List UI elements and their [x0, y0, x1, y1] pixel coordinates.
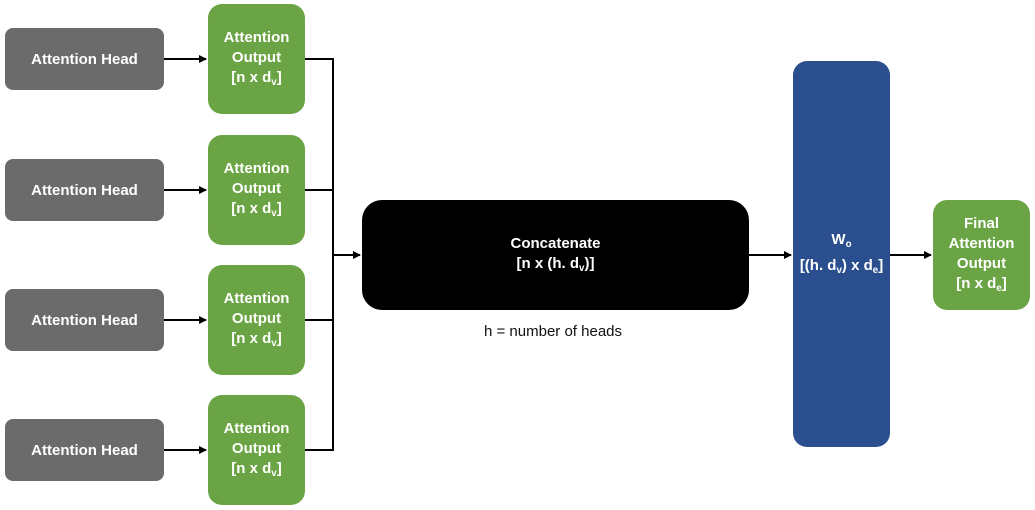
final-line2: Attention [948, 235, 1015, 252]
attention-output-1: Attention Output [n x dv] [208, 4, 305, 114]
output-line1: Attention [223, 160, 290, 177]
output-line2: Output [231, 440, 282, 457]
attention-head-label: Attention Head [31, 181, 138, 199]
output-line2: Output [231, 310, 282, 327]
attention-head-3: Attention Head [5, 289, 164, 351]
final-line1: Final [963, 215, 999, 232]
final-line3: Output [956, 255, 1007, 272]
output-line2: Output [231, 49, 282, 66]
output-dims: [n x dv] [231, 330, 282, 350]
attention-head-label: Attention Head [31, 311, 138, 329]
wo-dims: [(h. dv) x de] [799, 257, 884, 277]
attention-output-2: Attention Output [n x dv] [208, 135, 305, 245]
output-dims: [n x dv] [231, 200, 282, 220]
output-dims: [n x dv] [231, 460, 282, 480]
concatenate-title: Concatenate [510, 235, 601, 252]
attention-head-label: Attention Head [31, 50, 138, 68]
output-projection-wo: Wo [(h. dv) x de] [793, 61, 890, 447]
output-line1: Attention [223, 290, 290, 307]
attention-head-2: Attention Head [5, 159, 164, 221]
output-line2: Output [231, 180, 282, 197]
attention-head-label: Attention Head [31, 441, 138, 459]
wo-name: Wo [831, 231, 852, 251]
final-dims: [n x de] [956, 275, 1007, 295]
output-line1: Attention [223, 29, 290, 46]
concatenate-block: Concatenate [n x (h. dv)] [362, 200, 749, 310]
output-line1: Attention [223, 420, 290, 437]
attention-head-1: Attention Head [5, 28, 164, 90]
attention-output-3: Attention Output [n x dv] [208, 265, 305, 375]
output-dims: [n x dv] [231, 69, 282, 89]
attention-output-4: Attention Output [n x dv] [208, 395, 305, 505]
final-attention-output: Final Attention Output [n x de] [933, 200, 1030, 310]
concatenate-dims: [n x (h. dv)] [516, 255, 595, 275]
heads-note: h = number of heads [484, 323, 623, 340]
attention-head-4: Attention Head [5, 419, 164, 481]
